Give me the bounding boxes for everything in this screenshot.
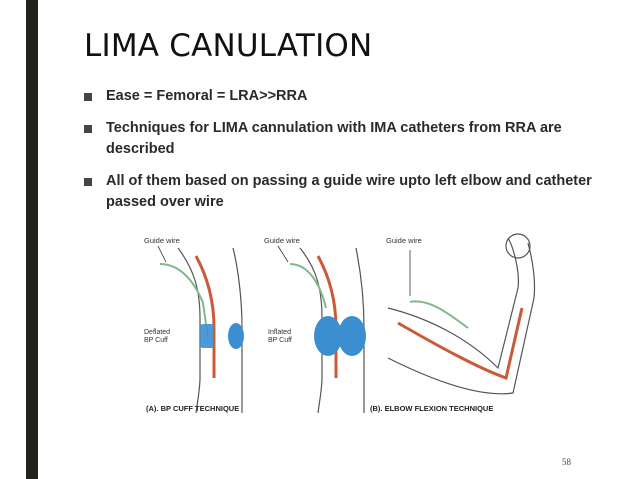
bullet-item: Techniques for LIMA cannulation with IMA… bbox=[84, 118, 594, 160]
caption-b: (B). ELBOW FLEXION TECHNIQUE bbox=[370, 404, 493, 413]
panel-deflated-cuff: Guide wire Deflated BP Cuff bbox=[144, 236, 244, 414]
inflated-label: Inflated bbox=[268, 329, 291, 336]
slide-title: LIMA CANULATION bbox=[84, 28, 373, 64]
square-bullet-icon bbox=[84, 93, 92, 101]
cuff-label: BP Cuff bbox=[144, 337, 168, 344]
guide-wire-label: Guide wire bbox=[264, 236, 300, 245]
panel-inflated-cuff: Guide wire Inflated BP Cuff bbox=[264, 236, 366, 414]
bullet-list: Ease = Femoral = LRA>>RRA Techniques for… bbox=[84, 86, 594, 224]
guide-wire-label: Guide wire bbox=[144, 236, 180, 245]
bullet-text: All of them based on passing a guide wir… bbox=[106, 173, 592, 210]
caption-a: (A). BP CUFF TECHNIQUE bbox=[146, 404, 239, 413]
square-bullet-icon bbox=[84, 178, 92, 186]
left-accent-bar bbox=[26, 0, 38, 479]
bullet-item: Ease = Femoral = LRA>>RRA bbox=[84, 86, 594, 107]
cannulation-illustration: Guide wire Deflated BP Cuff Guide wire I… bbox=[144, 233, 536, 414]
guide-wire-label: Guide wire bbox=[386, 236, 422, 245]
panel-elbow-flexion: Guide wire bbox=[386, 233, 536, 395]
deflated-label: Deflated bbox=[144, 329, 170, 336]
square-bullet-icon bbox=[84, 125, 92, 133]
page-number: 58 bbox=[562, 457, 571, 467]
cuff-label: BP Cuff bbox=[268, 337, 292, 344]
bullet-text: Ease = Femoral = LRA>>RRA bbox=[106, 88, 308, 104]
bullet-text: Techniques for LIMA cannulation with IMA… bbox=[106, 120, 562, 157]
bullet-item: All of them based on passing a guide wir… bbox=[84, 171, 594, 213]
